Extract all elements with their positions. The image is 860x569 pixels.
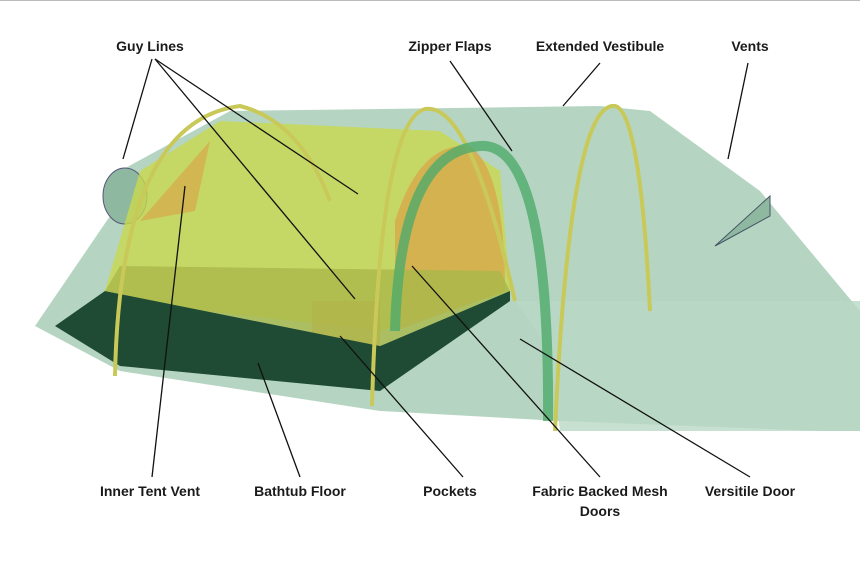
leader-lines	[122, 58, 751, 478]
zipper-flap	[390, 140, 554, 422]
extended-vestibule	[515, 301, 860, 431]
label-pockets: Pockets	[423, 483, 477, 499]
label-fabric-backed-mesh-doors: Fabric Backed Mesh Doors	[532, 481, 667, 521]
label-line: Doors	[579, 503, 621, 519]
pole	[370, 106, 517, 407]
label-vents: Vents	[731, 38, 769, 54]
label-guy-lines: Guy Lines	[116, 38, 184, 54]
floor-top	[105, 266, 510, 346]
label-line: Fabric Backed Mesh	[532, 483, 668, 499]
inner-tent-vent	[140, 141, 210, 221]
vent-flap	[714, 194, 771, 247]
label-versitile-door: Versitile Door	[704, 483, 796, 499]
label-zipper-flaps: Zipper Flaps	[408, 38, 492, 54]
bathtub-floor	[55, 291, 510, 391]
pole	[113, 103, 332, 377]
label-inner-tent-vent: Inner Tent Vent	[99, 483, 201, 499]
label-bathtub-floor: Bathtub Floor	[254, 483, 346, 499]
pole	[553, 103, 652, 432]
label-extended-vestibule: Extended Vestibule	[535, 38, 665, 54]
